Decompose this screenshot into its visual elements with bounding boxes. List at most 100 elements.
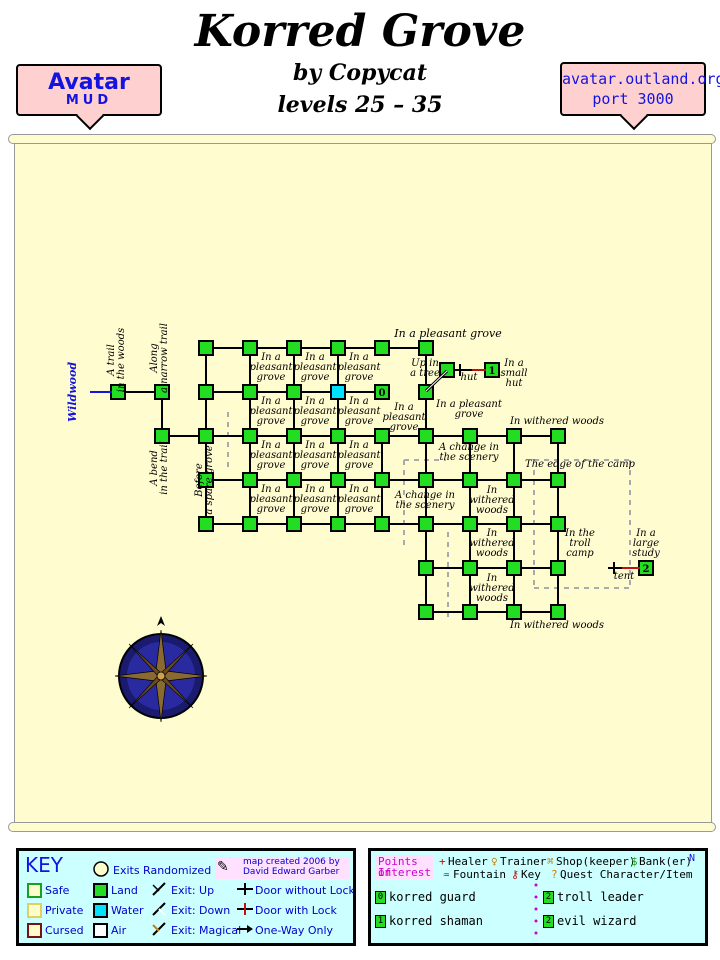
room-square[interactable] xyxy=(550,428,566,444)
legend-safe: Safe xyxy=(45,884,70,897)
room-square[interactable] xyxy=(242,340,258,356)
poi-trainer: Trainer xyxy=(500,855,547,868)
room-square[interactable] xyxy=(374,516,390,532)
room-square[interactable] xyxy=(418,472,434,488)
room-square[interactable] xyxy=(550,560,566,576)
room-square[interactable] xyxy=(286,428,302,444)
one-way-icon xyxy=(237,925,253,933)
server-address-banner: avatar.outland.org port 3000 xyxy=(560,62,720,131)
room-square[interactable] xyxy=(330,384,346,400)
exit-magical-icon xyxy=(152,922,166,936)
room-label: In withered woods xyxy=(509,620,604,631)
room-square[interactable] xyxy=(286,384,302,400)
room-label: The edge of the camp xyxy=(525,459,636,470)
map-author: by Copycat xyxy=(293,60,427,86)
avatar-mud-logo: Avatar MUD xyxy=(16,64,162,131)
legend-air: Air xyxy=(111,924,127,937)
room-square[interactable] xyxy=(550,604,566,620)
site-port: port 3000 xyxy=(592,90,674,108)
mob-badge: 0 xyxy=(375,891,386,904)
room-square[interactable] xyxy=(286,340,302,356)
exits-randomized-icon xyxy=(93,861,109,877)
room-square[interactable] xyxy=(550,472,566,488)
rooms-layer: 0 1 2 xyxy=(110,340,654,620)
poi-key: Key xyxy=(521,868,541,881)
room-square[interactable] xyxy=(506,428,522,444)
room-square[interactable] xyxy=(418,340,434,356)
room-square[interactable] xyxy=(418,516,434,532)
room-square[interactable] xyxy=(330,472,346,488)
room-large-study[interactable]: 2 xyxy=(638,560,654,576)
room-square[interactable] xyxy=(506,516,522,532)
room-square[interactable] xyxy=(374,340,390,356)
room-square[interactable]: 0 xyxy=(374,384,390,400)
legend-one-way: One-Way Only xyxy=(255,924,334,937)
room-square[interactable] xyxy=(506,472,522,488)
room-square[interactable] xyxy=(242,384,258,400)
room-square[interactable] xyxy=(462,428,478,444)
site-url: avatar.outland.org xyxy=(562,70,720,88)
room-square[interactable] xyxy=(374,472,390,488)
healer-icon: + xyxy=(439,855,446,868)
mob-marker: 0 xyxy=(379,388,386,399)
mob-marker: 2 xyxy=(643,564,650,575)
legend-exits-randomized: Exits Randomized xyxy=(113,864,212,877)
credit-box: ✎ map created 2006 by David Edward Garbe… xyxy=(215,857,349,879)
room-square[interactable] xyxy=(330,340,346,356)
poi-healer: Healer xyxy=(448,855,488,868)
room-square[interactable] xyxy=(198,384,214,400)
room-square[interactable] xyxy=(154,384,170,400)
room-square[interactable] xyxy=(242,428,258,444)
room-label: tent xyxy=(614,571,635,582)
legend-exit-down: Exit: Down xyxy=(171,904,231,917)
room-small-hut[interactable]: 1 xyxy=(484,362,500,378)
mob-name: korred shaman xyxy=(389,914,483,928)
room-square[interactable] xyxy=(154,428,170,444)
room-square[interactable] xyxy=(286,516,302,532)
poi-shop: Shop(keeper) xyxy=(556,855,636,868)
room-square[interactable] xyxy=(418,604,434,620)
room-square[interactable] xyxy=(418,428,434,444)
room-square[interactable] xyxy=(286,472,302,488)
room-square[interactable] xyxy=(462,560,478,576)
room-square[interactable] xyxy=(330,516,346,532)
logo-mud-text: MUD xyxy=(65,93,113,108)
room-square[interactable] xyxy=(418,560,434,576)
compass-rose xyxy=(114,616,208,723)
room-square[interactable] xyxy=(374,428,390,444)
room-square[interactable] xyxy=(462,604,478,620)
wildwood-exit-label[interactable]: Wildwood xyxy=(66,362,79,422)
room-square[interactable] xyxy=(506,560,522,576)
room-square[interactable] xyxy=(550,516,566,532)
room-label: A bendin the trail xyxy=(149,441,170,495)
poi-title-box: Points of Interest xyxy=(375,855,433,879)
room-square[interactable] xyxy=(198,340,214,356)
door-no-lock-icon xyxy=(237,883,253,895)
room-label: hut xyxy=(461,372,479,383)
room-square[interactable] xyxy=(462,472,478,488)
room-label: Beforea spare grove xyxy=(194,445,215,514)
room-square[interactable] xyxy=(242,472,258,488)
room-square[interactable] xyxy=(198,472,214,488)
door-lock-icon xyxy=(237,903,253,915)
exit-down-icon xyxy=(152,902,166,916)
room-square[interactable] xyxy=(330,428,346,444)
room-square[interactable] xyxy=(462,516,478,532)
room-square[interactable] xyxy=(198,516,214,532)
room-square[interactable] xyxy=(242,516,258,532)
poi-quest: Quest Character/Item xyxy=(560,868,693,881)
room-square[interactable] xyxy=(198,428,214,444)
room-square[interactable] xyxy=(506,604,522,620)
legend-private: Private xyxy=(45,904,84,917)
